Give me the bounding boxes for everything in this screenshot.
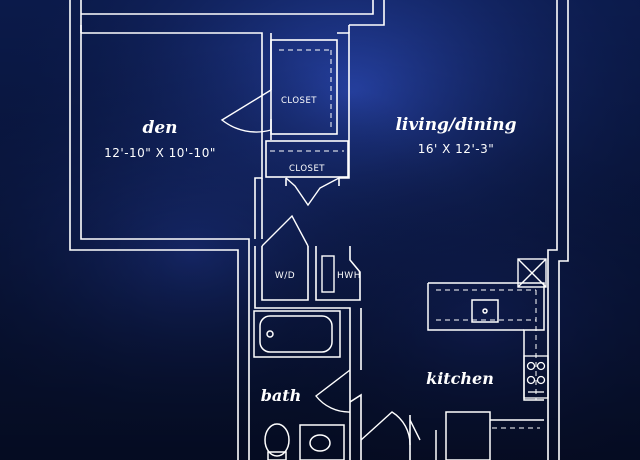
kitchen-sink xyxy=(471,299,499,323)
refrigerator xyxy=(517,258,547,288)
kitchen-counter xyxy=(427,282,545,401)
toilet xyxy=(264,423,290,460)
closet-upper xyxy=(270,39,338,135)
den-dimensions: 12'-10" X 10'-10" xyxy=(104,146,216,160)
washer-dryer-label: W/D xyxy=(275,271,295,281)
door-swings xyxy=(220,89,421,446)
stove-cooktop xyxy=(523,355,549,399)
living-dining-label: living/dining xyxy=(395,115,516,135)
den-label: den xyxy=(142,118,177,138)
water-heater xyxy=(321,255,335,293)
water-heater-label: HWH xyxy=(337,271,361,281)
bath-label: bath xyxy=(261,386,302,405)
closet-lower xyxy=(265,140,349,178)
bath-vanity xyxy=(299,424,345,460)
closet-lower-label: CLOSET xyxy=(289,164,325,174)
bathtub xyxy=(253,310,341,358)
kitchen-island xyxy=(435,411,544,460)
kitchen-label: kitchen xyxy=(426,369,494,388)
walls xyxy=(69,0,569,460)
living-dining-dimensions: 16' X 12'-3" xyxy=(418,142,494,156)
closet-upper-label: CLOSET xyxy=(281,96,317,106)
